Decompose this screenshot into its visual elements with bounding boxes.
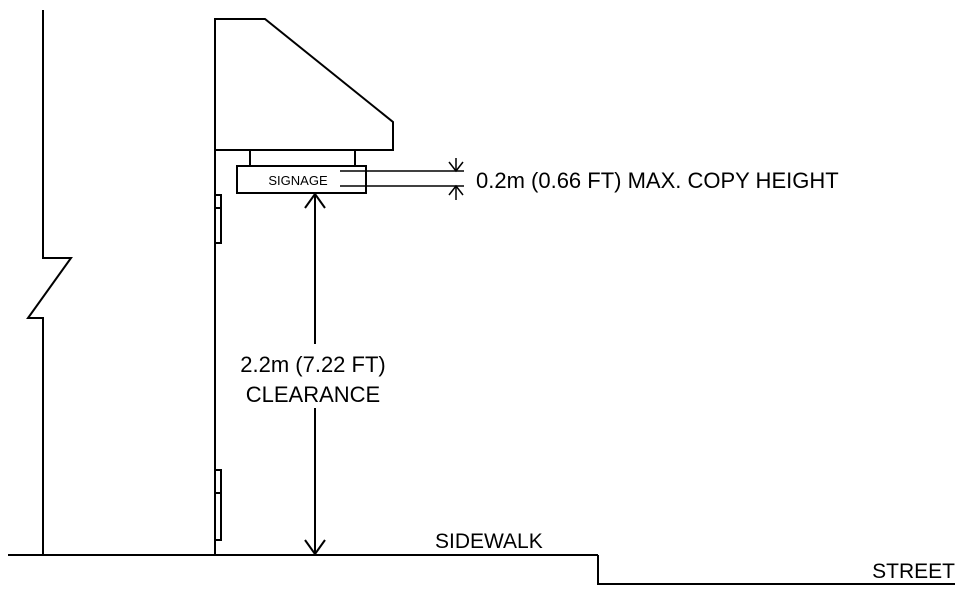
clearance-label-line1: 2.2m (7.22 FT) xyxy=(240,352,385,377)
curb-street-line xyxy=(597,555,955,585)
canopy-awning xyxy=(214,18,394,151)
sidewalk-label: SIDEWALK xyxy=(435,530,543,553)
copy-height-arrows xyxy=(448,158,464,200)
building-wall xyxy=(26,10,73,555)
clearance-label-line2: CLEARANCE xyxy=(246,382,380,407)
signage-box xyxy=(236,165,367,194)
copy-height-label: 0.2m (0.66 FT) MAX. COPY HEIGHT xyxy=(476,168,839,193)
street-label: STREET xyxy=(872,560,955,583)
sign-bracket xyxy=(249,150,356,167)
clearance-dimension xyxy=(304,192,326,556)
facade-inner-edge xyxy=(215,194,222,541)
signage-label: SIGNAGE xyxy=(268,173,328,188)
